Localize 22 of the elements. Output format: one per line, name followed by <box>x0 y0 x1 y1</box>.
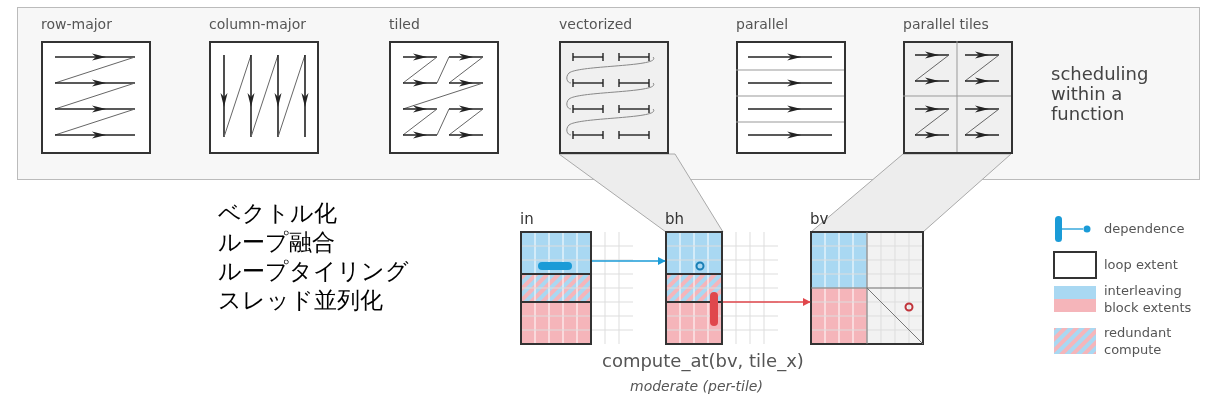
legend-label: redundant compute <box>1104 324 1173 358</box>
schedule-label: vectorized <box>559 16 633 32</box>
annotation-text: ベクトル化 <box>218 199 337 228</box>
caption-text: moderate (per-tile) <box>630 378 763 394</box>
dependence-arrow <box>591 257 666 265</box>
panel-label: scheduling within a function <box>1051 64 1150 124</box>
legend-label: dependence <box>1104 220 1186 237</box>
schedule-label: parallel tiles <box>903 16 989 32</box>
grid-label: in <box>520 210 534 228</box>
schedule-label: column-major <box>209 16 306 32</box>
grid-label: bh <box>665 210 685 228</box>
legend-label: interleaving block extents <box>1104 282 1193 316</box>
annotation-text: スレッド並列化 <box>218 286 383 315</box>
dependence-arrow <box>722 298 811 306</box>
annotation-text: ループタイリング <box>218 257 409 286</box>
grid-label: bv <box>810 210 829 228</box>
schedule-label: row-major <box>41 16 112 32</box>
legend-label: loop extent <box>1104 256 1179 273</box>
schedule-label: tiled <box>389 16 420 32</box>
annotation-text: ループ融合 <box>218 228 335 257</box>
caption-text: compute_at(bv, tile_x) <box>602 350 804 371</box>
schedule-label: parallel <box>736 16 789 32</box>
